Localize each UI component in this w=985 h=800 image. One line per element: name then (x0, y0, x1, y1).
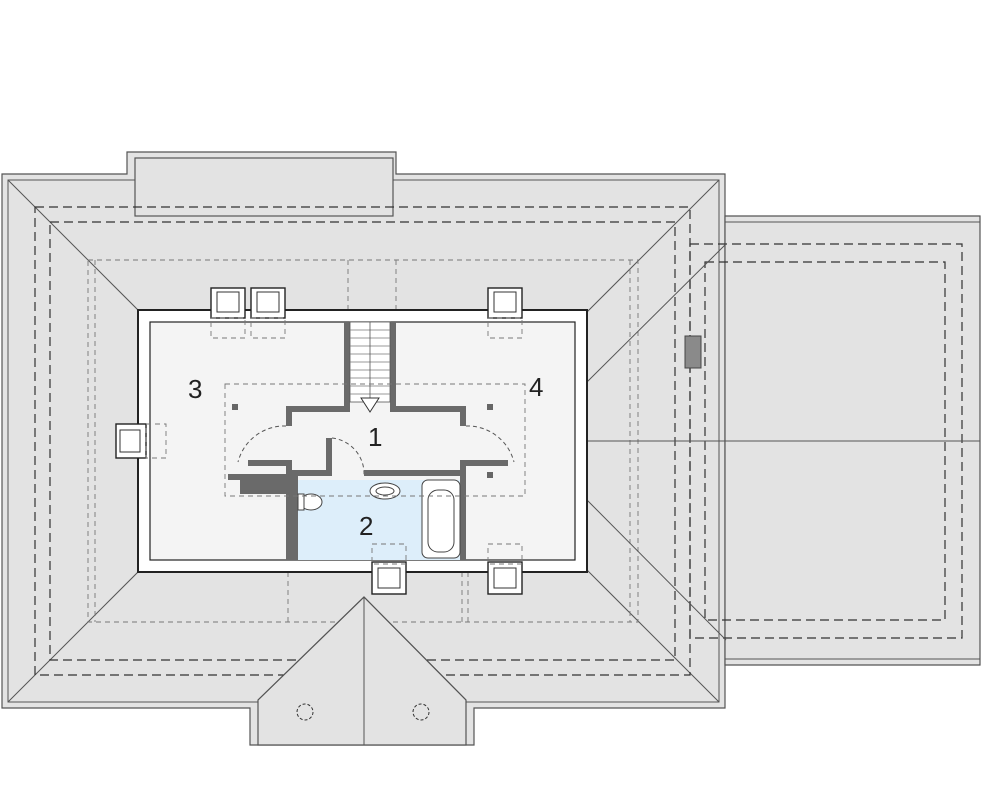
roof-windows (115, 287, 523, 595)
staircase (344, 321, 396, 413)
roof-window-left (115, 423, 167, 459)
post-icon (487, 404, 493, 410)
post-icon (487, 472, 493, 478)
top-roof-block (134, 157, 394, 217)
roof-window-top-left-2 (250, 287, 286, 339)
chimney-icon (684, 335, 702, 369)
post-icon (232, 404, 238, 410)
room-label-3: 3 (188, 374, 202, 404)
vent-icon (412, 703, 430, 721)
room-label-1: 1 (368, 422, 382, 452)
attic-floor (137, 309, 588, 573)
room-label-4: 4 (529, 372, 543, 402)
roof-window-top-right (487, 287, 523, 339)
front-gable-roof (257, 596, 467, 746)
bathroom (292, 476, 461, 560)
room-label-2: 2 (359, 511, 373, 541)
roof-window-bottom-center (371, 543, 407, 595)
roof-window-top-left-1 (210, 287, 246, 339)
stair-direction-icon (360, 397, 380, 413)
vent-icon (296, 703, 314, 721)
garage-roof (586, 215, 981, 666)
roof-window-bottom-right (487, 543, 523, 595)
